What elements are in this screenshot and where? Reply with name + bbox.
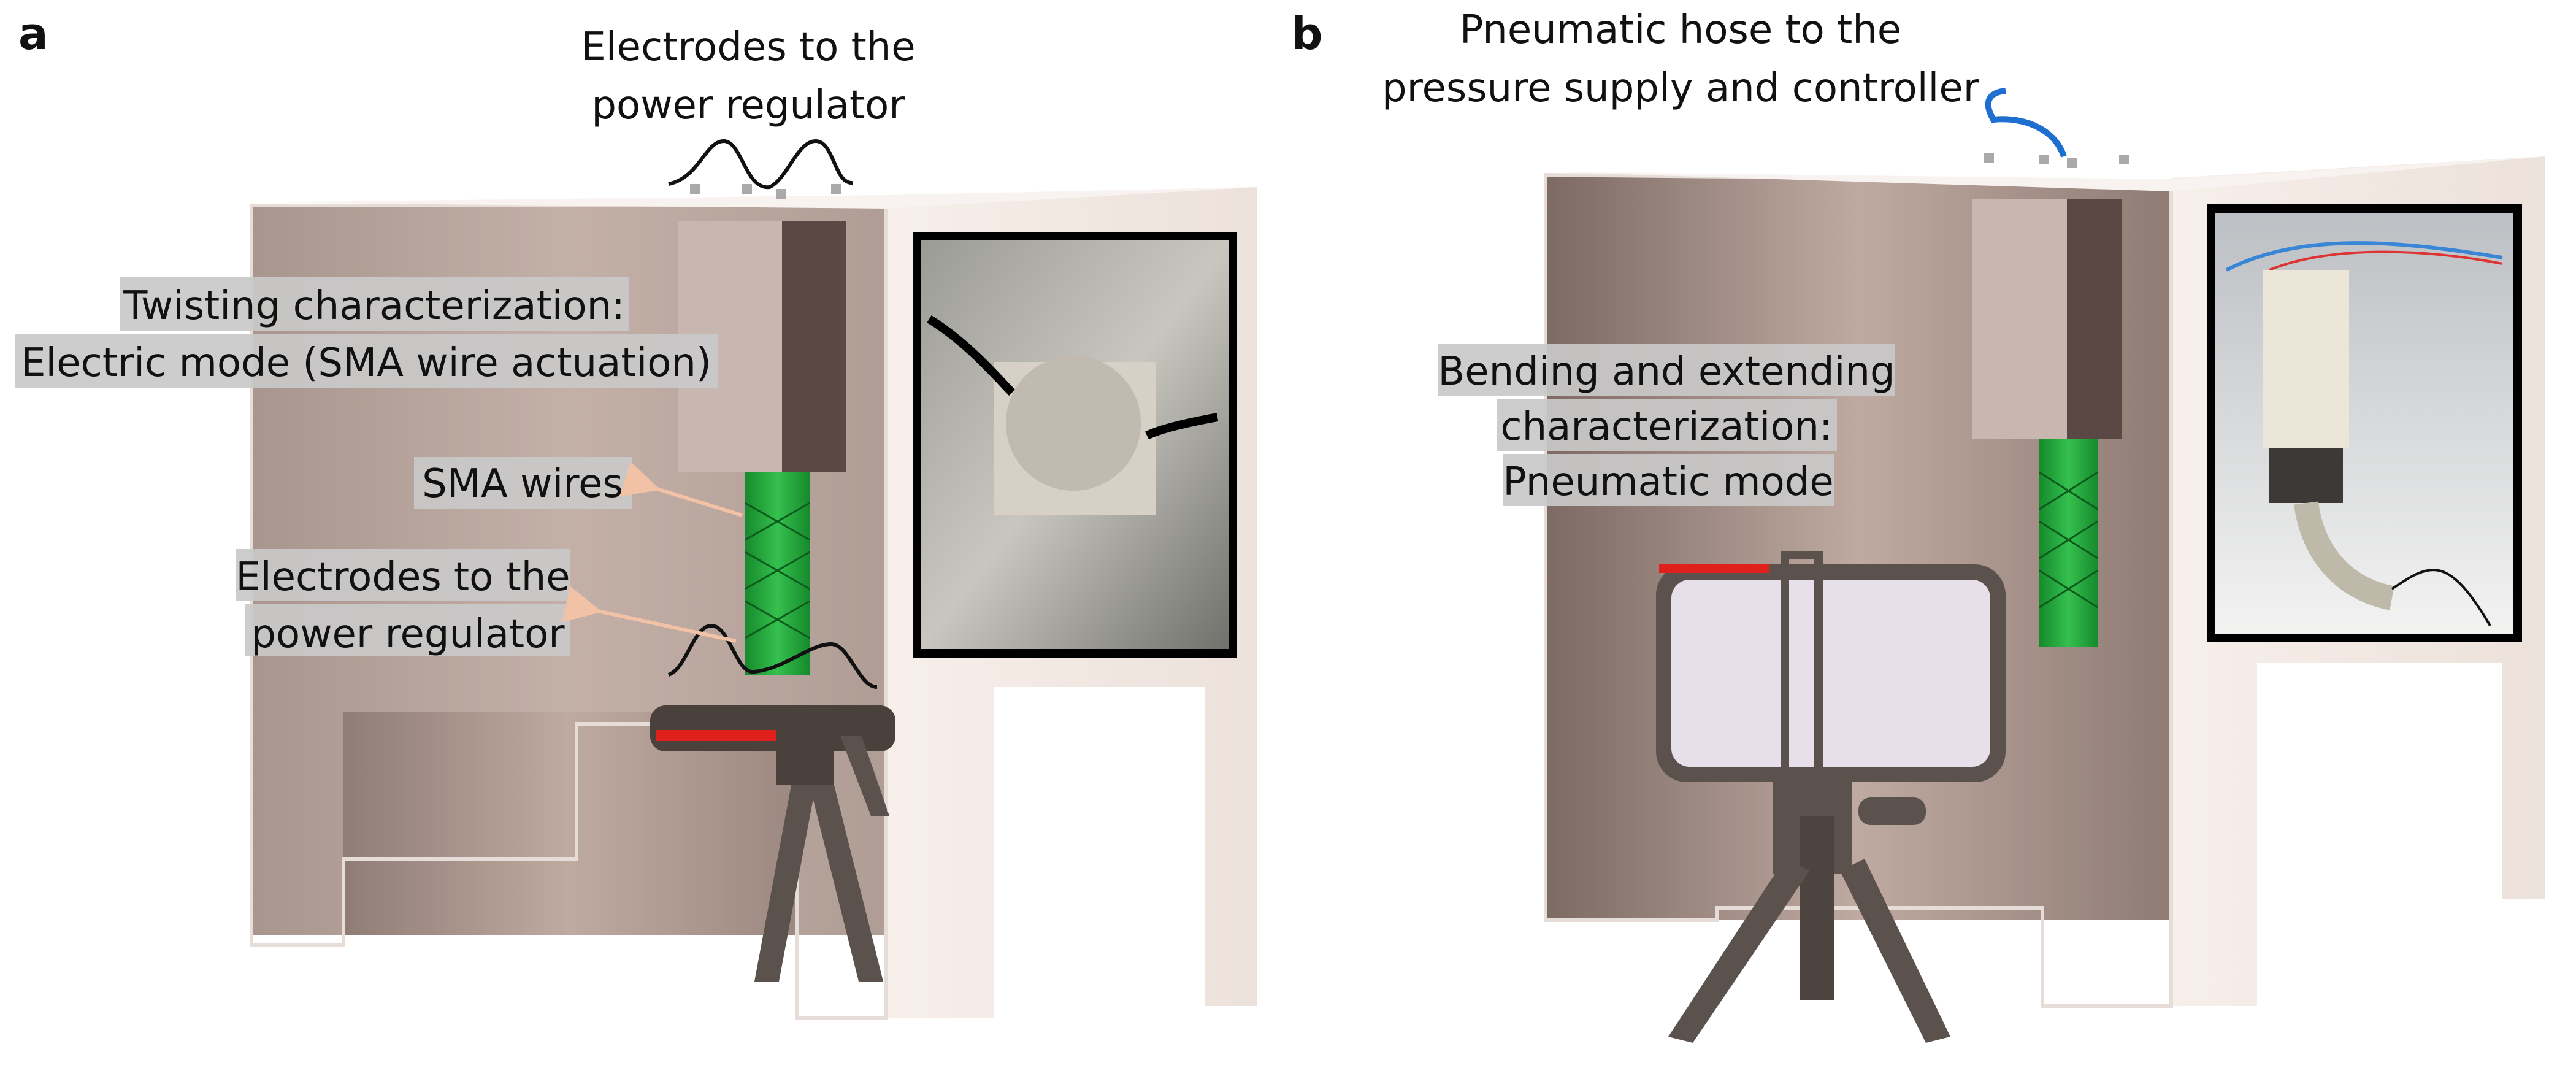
bend-label-line1: Bending and extending bbox=[1438, 349, 1895, 394]
sma-actuator-a bbox=[745, 472, 810, 675]
electrode-label-bg-2 bbox=[245, 604, 570, 656]
pneumatic-hose bbox=[1985, 88, 2067, 158]
electrode-label-a1: Electrodes to the bbox=[236, 555, 570, 600]
sma-wires-label: SMA wires bbox=[422, 461, 623, 507]
top-electrode-label-a2: power regulator bbox=[591, 83, 905, 128]
top-electrode-wires-a bbox=[668, 139, 853, 190]
electrode-arrow bbox=[562, 586, 737, 643]
phone-screen bbox=[1671, 580, 1990, 767]
panel-a-letter: a bbox=[18, 8, 48, 60]
sma-arrow bbox=[619, 461, 743, 517]
hose-label-line2: pressure supply and controller bbox=[1382, 66, 1980, 111]
twist-label-line1: Twisting characterization: bbox=[123, 283, 625, 329]
bend-label-bg-3 bbox=[1503, 454, 1834, 506]
panel-b-letter: b bbox=[1291, 8, 1323, 60]
panel-a: a bbox=[15, 8, 1257, 1020]
inset-photo-a bbox=[913, 232, 1237, 658]
bottom-electrode-wires-a bbox=[667, 623, 878, 689]
hose-label-line1: Pneumatic hose to the bbox=[1460, 7, 1901, 53]
red-marker-a bbox=[656, 730, 776, 741]
twist-label-bg-2 bbox=[15, 334, 718, 388]
tripod-leg-b2 bbox=[1840, 859, 1950, 1043]
tripod-leg-a2 bbox=[810, 785, 883, 982]
bend-label-bg-2 bbox=[1497, 399, 1837, 451]
tripod-column-b bbox=[1800, 816, 1834, 1000]
actuator-b bbox=[2039, 439, 2098, 647]
sma-label-bg bbox=[414, 457, 632, 509]
twist-label-bg-1 bbox=[120, 277, 629, 331]
twist-label-line2: Electric mode (SMA wire actuation) bbox=[21, 340, 711, 386]
electrode-label-bg-1 bbox=[236, 549, 570, 601]
top-electrode-label-a1: Electrodes to the bbox=[581, 25, 915, 70]
panel-b: b bbox=[1291, 7, 2545, 1043]
tripod-leg-b1 bbox=[1668, 859, 1809, 1043]
electrode-label-a2: power regulator bbox=[251, 612, 565, 657]
tripod-leg-a1 bbox=[754, 785, 816, 982]
bend-label-line3: Pneumatic mode bbox=[1503, 459, 1833, 505]
bend-label-bg-1 bbox=[1438, 344, 1895, 396]
bend-label-line2: characterization: bbox=[1500, 404, 1832, 450]
red-marker-b bbox=[1659, 564, 1769, 573]
inset-photo-b bbox=[2207, 204, 2522, 642]
